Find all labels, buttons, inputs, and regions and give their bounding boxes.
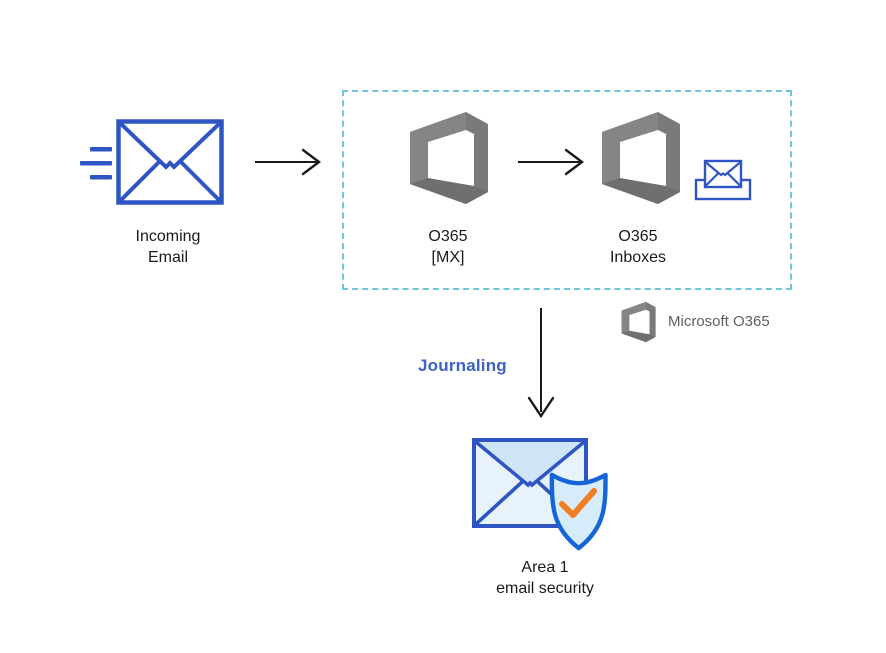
microsoft-o365-boundary bbox=[342, 90, 792, 290]
arrow-mx-to-inboxes bbox=[518, 148, 588, 176]
envelope-icon bbox=[116, 119, 224, 205]
incoming-email-label: Incoming Email bbox=[135, 228, 201, 266]
inbox-tray-icon bbox=[694, 158, 752, 202]
o365-inboxes-label: O365 Inboxes bbox=[609, 228, 667, 266]
legend-label-microsoft-o365: Microsoft O365 bbox=[668, 313, 770, 330]
envelope-shield-check-icon bbox=[470, 435, 630, 551]
motion-lines-icon bbox=[78, 140, 118, 190]
journaling-edge-label: Journaling bbox=[418, 356, 507, 375]
office365-icon-mx bbox=[408, 110, 492, 206]
office365-icon-inboxes bbox=[600, 110, 684, 206]
area1-label: Area 1 email security bbox=[496, 559, 594, 597]
o365-mx-label: O365 [MX] bbox=[428, 228, 468, 266]
arrow-inboxes-to-area1 bbox=[525, 308, 557, 424]
arrow-incoming-to-mx bbox=[255, 148, 325, 176]
office365-icon-legend bbox=[620, 301, 658, 343]
